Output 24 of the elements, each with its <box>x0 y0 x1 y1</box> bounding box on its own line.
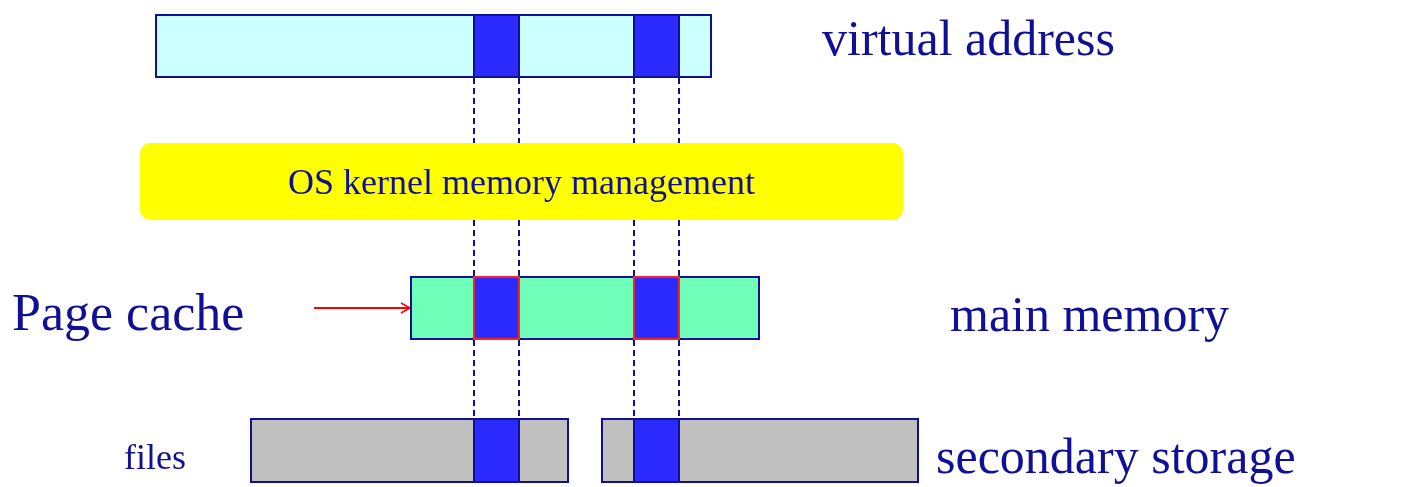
page-block <box>633 418 680 483</box>
dashed-guide-line <box>473 77 520 144</box>
process-box <box>140 143 903 220</box>
callout-label: Page cache <box>12 287 245 339</box>
arrow <box>313 302 411 314</box>
bar-caption: files <box>124 436 186 479</box>
memory-bar <box>155 14 712 78</box>
memory-bar <box>410 276 760 340</box>
dashed-guide-line <box>473 219 520 277</box>
memory-bar <box>601 418 919 483</box>
page-block <box>473 276 520 340</box>
dashed-guide-line <box>633 339 680 419</box>
dashed-guide-line <box>633 219 680 277</box>
memory-bar <box>250 418 569 483</box>
dashed-guide-line <box>633 77 680 144</box>
bar-caption: secondary storage <box>936 427 1296 486</box>
page-block <box>473 14 520 78</box>
box-label: OS kernel memory management <box>288 160 755 203</box>
page-block <box>633 276 680 340</box>
page-block <box>473 418 520 483</box>
bar-caption: main memory <box>950 285 1230 344</box>
dashed-guide-line <box>473 339 520 419</box>
page-block <box>633 14 680 78</box>
bar-caption: virtual address <box>822 9 1115 68</box>
